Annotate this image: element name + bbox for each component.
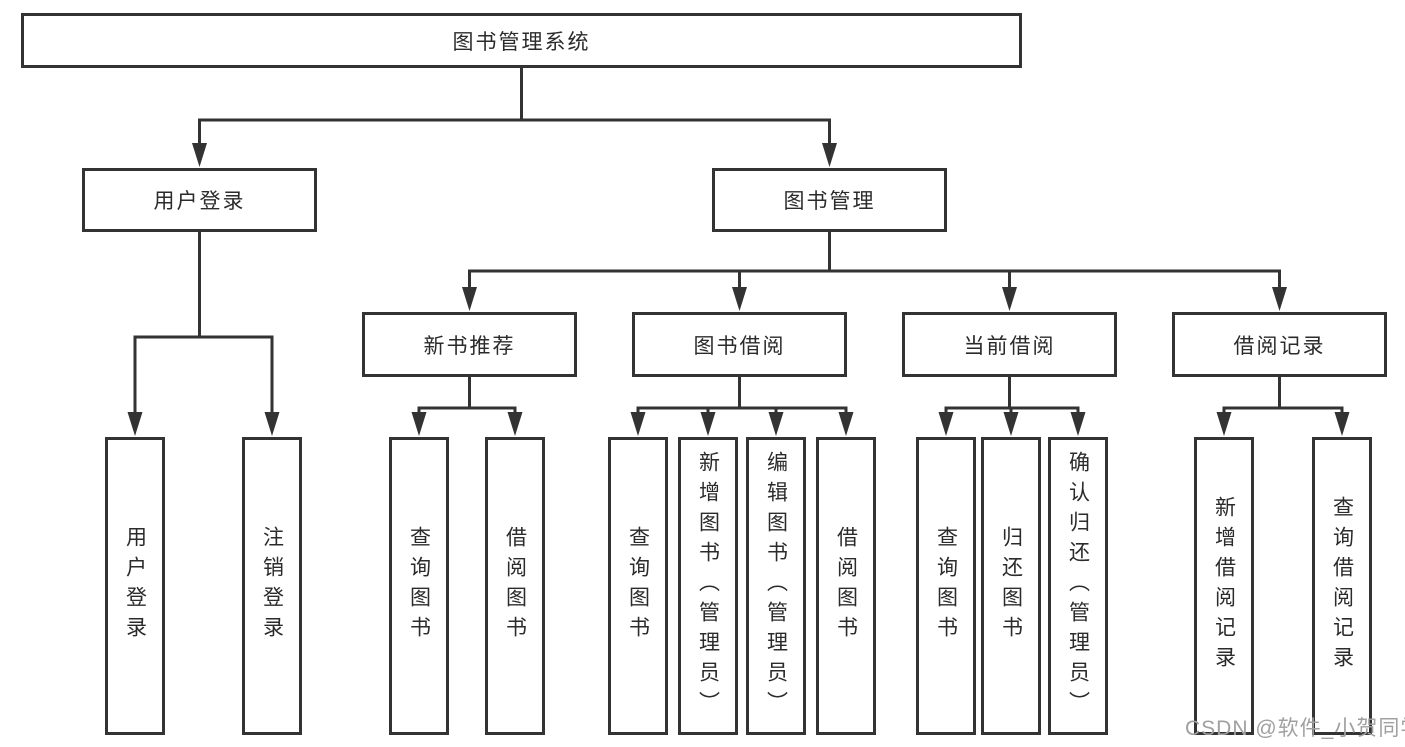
- arrow-down-icon: [732, 287, 747, 311]
- leaf-query-books-current: 查询图书: [916, 437, 976, 735]
- arrow-down-icon: [264, 412, 280, 436]
- leaf-logout-label: 注销登录: [260, 526, 284, 646]
- leaf-query-books-borrow: 查询图书: [608, 437, 668, 735]
- arrow-down-icon: [507, 412, 523, 436]
- connector-new-book-recommend: [417, 375, 517, 414]
- arrow-down-icon: [1003, 412, 1019, 436]
- node-book-management-label: 图书管理: [783, 190, 876, 213]
- node-current-borrow-label: 当前借阅: [963, 334, 1056, 358]
- node-root-label: 图书管理系统: [452, 30, 591, 54]
- leaf-return-books-label: 归还图书: [999, 526, 1023, 646]
- arrow-down-icon: [411, 412, 427, 436]
- leaf-query-books-recommend: 查询图书: [389, 437, 449, 735]
- connector-book-management: [468, 230, 1281, 289]
- arrow-down-icon: [838, 412, 854, 436]
- leaf-add-books-admin-label: 新增图书（管理员）: [696, 451, 720, 721]
- leaf-query-borrow-record: 查询借阅记录: [1312, 437, 1372, 735]
- node-book-borrow: 图书借阅: [632, 312, 847, 377]
- node-current-borrow: 当前借阅: [902, 312, 1117, 377]
- leaf-edit-books-admin: 编辑图书（管理员）: [746, 437, 806, 735]
- leaf-return-books: 归还图书: [981, 437, 1041, 735]
- node-book-management: 图书管理: [712, 168, 947, 232]
- arrow-down-icon: [700, 412, 716, 436]
- connector-user-login: [133, 230, 274, 414]
- leaf-add-borrow-record: 新增借阅记录: [1194, 437, 1254, 735]
- connector-borrow-records: [1222, 375, 1344, 414]
- leaf-confirm-return-admin-label: 确认归还（管理员）: [1066, 451, 1090, 721]
- leaf-borrow-books-recommend-label: 借阅图书: [503, 526, 527, 646]
- watermark: CSDN @软件_小贺同学: [1185, 717, 1405, 740]
- leaf-borrow-books-recommend: 借阅图书: [485, 437, 545, 735]
- leaf-add-books-admin: 新增图书（管理员）: [678, 437, 738, 735]
- leaf-add-borrow-record-label: 新增借阅记录: [1212, 496, 1236, 676]
- arrow-down-icon: [1002, 287, 1017, 311]
- node-new-book-recommend-label: 新书推荐: [423, 334, 516, 358]
- connector-root: [198, 66, 831, 145]
- connector-current-borrow: [944, 375, 1080, 414]
- node-user-login-label: 用户登录: [153, 190, 246, 213]
- arrow-down-icon: [630, 412, 646, 436]
- node-borrow-records-label: 借阅记录: [1233, 334, 1326, 358]
- leaf-confirm-return-admin: 确认归还（管理员）: [1048, 437, 1108, 735]
- leaf-borrow-books-label: 借阅图书: [834, 526, 858, 646]
- arrow-down-icon: [1334, 412, 1350, 436]
- arrow-down-icon: [768, 412, 784, 436]
- node-new-book-recommend: 新书推荐: [362, 312, 577, 377]
- arrow-down-icon: [192, 143, 207, 167]
- arrow-down-icon: [127, 412, 143, 436]
- arrow-down-icon: [462, 287, 477, 311]
- leaf-query-books-current-label: 查询图书: [934, 526, 958, 646]
- leaf-user-login: 用户登录: [105, 437, 165, 735]
- node-user-login: 用户登录: [82, 168, 317, 232]
- arrow-down-icon: [938, 412, 954, 436]
- leaf-query-borrow-record-label: 查询借阅记录: [1330, 496, 1354, 676]
- leaf-logout: 注销登录: [242, 437, 302, 735]
- connector-book-borrow: [636, 375, 848, 414]
- arrow-down-icon: [1216, 412, 1232, 436]
- node-borrow-records: 借阅记录: [1172, 312, 1387, 377]
- arrow-down-icon: [822, 143, 837, 167]
- node-root: 图书管理系统: [21, 13, 1022, 68]
- leaf-query-books-borrow-label: 查询图书: [626, 526, 650, 646]
- leaf-user-login-label: 用户登录: [123, 526, 147, 646]
- leaf-query-books-recommend-label: 查询图书: [407, 526, 431, 646]
- leaf-edit-books-admin-label: 编辑图书（管理员）: [764, 451, 788, 721]
- leaf-borrow-books: 借阅图书: [816, 437, 876, 735]
- node-book-borrow-label: 图书借阅: [693, 334, 786, 358]
- arrow-down-icon: [1070, 412, 1086, 436]
- arrow-down-icon: [1272, 287, 1287, 311]
